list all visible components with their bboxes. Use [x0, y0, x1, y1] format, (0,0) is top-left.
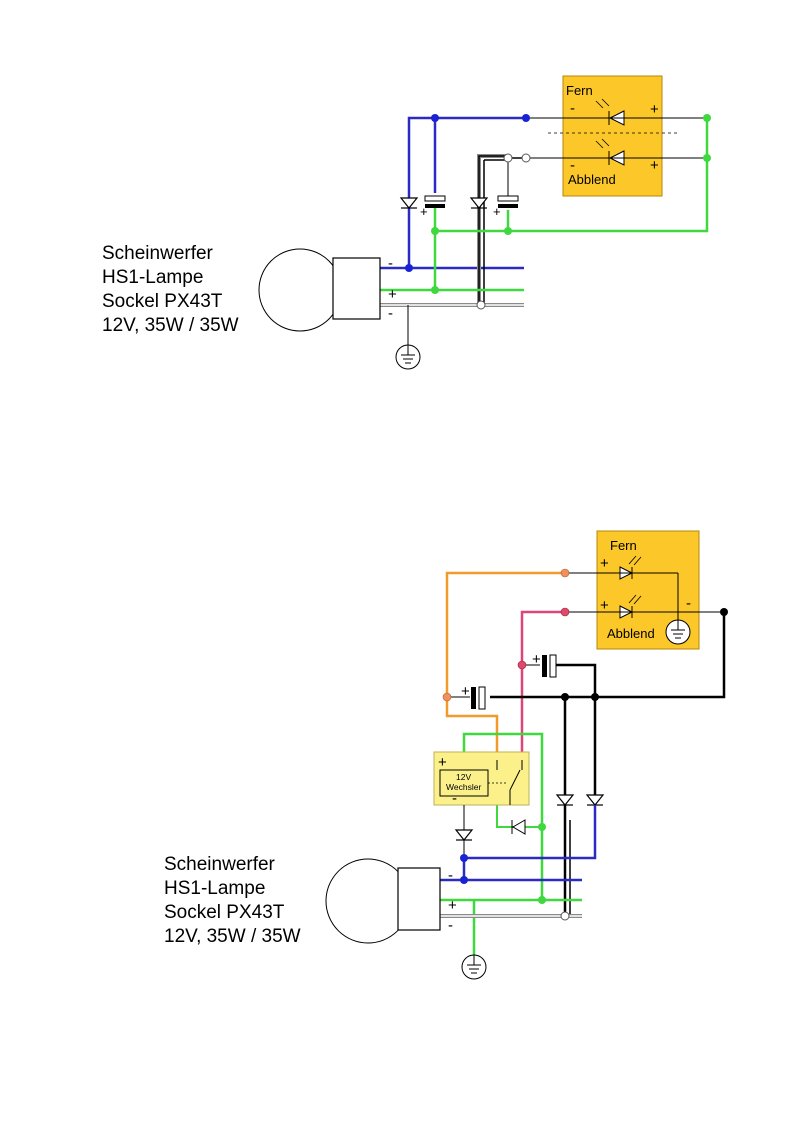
capacitor-2-bottom: +: [532, 651, 557, 678]
lamp-minus-1-top: -: [388, 255, 393, 272]
relay-label-2: Wechsler: [446, 782, 481, 792]
relay-minus: -: [452, 790, 457, 807]
lamp-minus-1-bottom: -: [448, 867, 453, 884]
lamp-plus-bottom: +: [448, 897, 457, 914]
node-black-1: [720, 608, 728, 616]
green-diode-wire: [496, 805, 542, 828]
abblend-minus: -: [570, 157, 575, 174]
node-pink-2: [517, 660, 527, 670]
diode-relay: [455, 829, 473, 841]
lamp-label-1-bottom: Scheinwerfer: [164, 854, 276, 875]
lamp-minus-2-bottom: -: [448, 917, 453, 934]
node-black-3: [591, 693, 599, 701]
ground-symbol-box: [665, 619, 691, 645]
node-white-3: [476, 300, 486, 310]
node-black-2: [561, 693, 569, 701]
fern-plus: +: [650, 101, 659, 118]
node-white-b1: [560, 911, 570, 921]
relay-plus: +: [438, 754, 447, 771]
lamp-label-1-top: Scheinwerfer: [102, 243, 214, 264]
abblend-plus-bottom: +: [600, 597, 609, 614]
node-green-b1: [538, 823, 546, 831]
fern-label-bottom: Fern: [610, 538, 637, 553]
relay-switch-arm: [509, 769, 521, 791]
black-wire-top: [478, 155, 508, 305]
diode-horizontal: [511, 819, 526, 835]
lamp-label-4-top: 12V, 35W / 35W: [102, 315, 239, 336]
blue-wire-top: [407, 116, 526, 270]
capacitor-1-top: +: [420, 195, 446, 219]
relay-coil: [439, 769, 489, 797]
node-green-4: [504, 227, 512, 235]
capacitor-2-top: +: [493, 195, 519, 219]
node-blue-1: [431, 114, 439, 122]
lamp-label-2-top: HS1-Lampe: [102, 267, 203, 288]
lamp-plus-top: +: [388, 286, 397, 303]
node-blue-2: [522, 114, 530, 122]
green-relay-wire: [462, 732, 544, 900]
black-cap-wire: [556, 663, 597, 800]
node-blue-b1: [460, 854, 468, 862]
top-diagram: Fern Abblend - + - +: [102, 75, 711, 370]
lamp-label-2-bottom: HS1-Lampe: [164, 878, 265, 899]
lamp-label-3-top: Sockel PX43T: [102, 291, 223, 312]
node-orange-2: [442, 692, 452, 702]
abblend-plus: +: [650, 157, 659, 174]
relay-label-1: 12V: [456, 772, 471, 782]
cap2-plus: +: [493, 204, 501, 219]
lamp-minus-2-top: -: [388, 305, 393, 322]
cap1-plus: +: [420, 204, 428, 219]
fern-label: Fern: [566, 83, 593, 98]
lamp-bulb-top: [258, 248, 342, 332]
node-green-1: [703, 114, 711, 122]
abblend-label: Abblend: [568, 172, 616, 187]
node-blue-3: [405, 264, 413, 272]
lamp-label-3-bottom: Sockel PX43T: [164, 902, 285, 923]
bottom-diagram: Fern Abblend + + -: [164, 530, 728, 980]
node-white-2: [521, 153, 531, 163]
node-green-5: [431, 286, 439, 294]
node-green-2: [703, 154, 711, 162]
lamp-socket-top: [332, 257, 381, 320]
led-box-top: [562, 75, 663, 197]
abblend-minus-bottom: -: [686, 595, 691, 612]
cap1b-plus: +: [461, 683, 470, 700]
ground-symbol-bottom: [461, 954, 487, 980]
node-pink-1: [560, 607, 570, 617]
node-blue-b2: [460, 876, 468, 884]
ground-symbol-top: [395, 344, 421, 370]
orange-wire: [445, 571, 565, 760]
lamp-label-4-bottom: 12V, 35W / 35W: [164, 926, 301, 947]
lamp-socket-bottom: [397, 867, 441, 931]
blue-wire-bottom: [462, 805, 597, 880]
pink-wire: [520, 610, 565, 760]
diode-b2: [586, 794, 604, 806]
capacitor-1-bottom: +: [461, 683, 486, 710]
green-wire-top: [433, 118, 709, 290]
fern-plus-bottom: +: [600, 555, 609, 572]
diode-1-top: [400, 197, 418, 209]
diode-b1: [556, 794, 574, 806]
lamp-bulb-bottom: [325, 858, 411, 944]
node-orange-1: [560, 568, 570, 578]
node-green-b2: [538, 896, 546, 904]
node-white-1: [503, 153, 513, 163]
node-green-3: [431, 227, 439, 235]
fern-minus: -: [570, 100, 575, 117]
cap2b-plus: +: [532, 651, 541, 668]
abblend-label-bottom: Abblend: [607, 626, 655, 641]
